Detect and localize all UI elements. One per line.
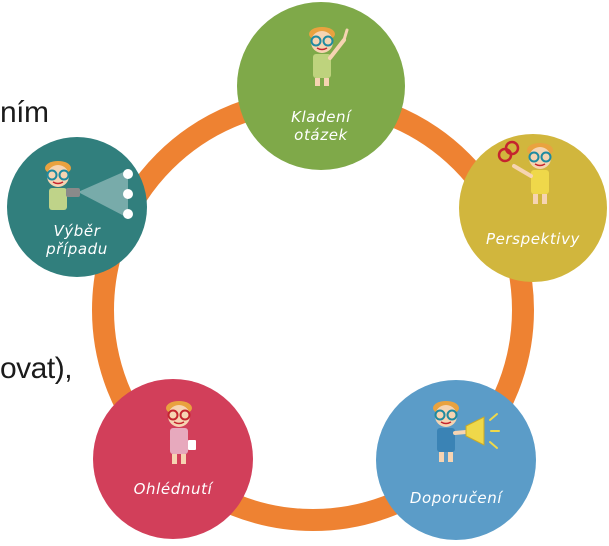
node-circle xyxy=(376,380,536,540)
projector-icon xyxy=(45,161,133,219)
cut-text-fragment-bottom: ovat), xyxy=(0,352,73,385)
node-ohlednuti[interactable]: Ohlédnutí xyxy=(93,379,253,539)
node-perspektivy[interactable]: Perspektivy xyxy=(459,134,607,282)
node-label: Výběr xyxy=(53,222,100,240)
node-label: Kladení xyxy=(291,108,352,126)
cut-text-fragment-top: ním xyxy=(0,96,49,129)
node-circle xyxy=(237,2,405,170)
node-kladeni-otazek[interactable]: Kladení otázek xyxy=(237,2,405,170)
node-label: Perspektivy xyxy=(486,230,581,248)
megaphone-icon xyxy=(433,401,500,462)
node-label: Ohlédnutí xyxy=(134,480,214,498)
node-circle xyxy=(7,137,147,277)
node-label: případu xyxy=(45,240,108,258)
node-vyber-pripadu[interactable]: Výběr případu xyxy=(7,137,147,277)
node-label: Doporučení xyxy=(410,489,503,507)
node-circle xyxy=(459,134,607,282)
node-doporuceni[interactable]: Doporučení xyxy=(376,380,536,540)
magnifying-glasses-icon xyxy=(497,140,553,204)
look-back-icon xyxy=(166,401,196,464)
node-label: otázek xyxy=(294,126,348,144)
raised-hand-icon xyxy=(309,27,349,86)
